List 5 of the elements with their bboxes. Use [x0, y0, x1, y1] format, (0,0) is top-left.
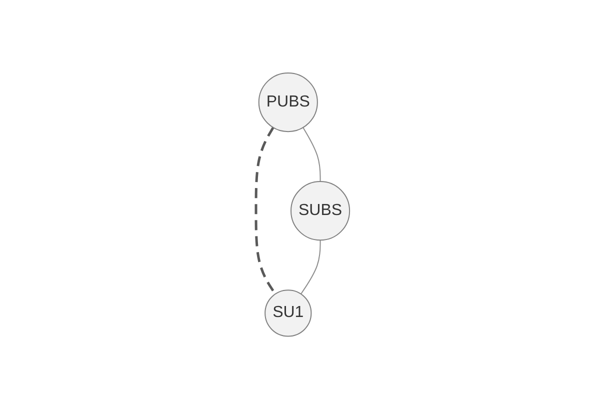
- node-circle: SU1: [264, 290, 312, 337]
- node-circle: PUBS: [258, 72, 318, 132]
- node-circle: SUBS: [290, 180, 350, 240]
- connector: [300, 240, 320, 294]
- connector: [302, 126, 320, 182]
